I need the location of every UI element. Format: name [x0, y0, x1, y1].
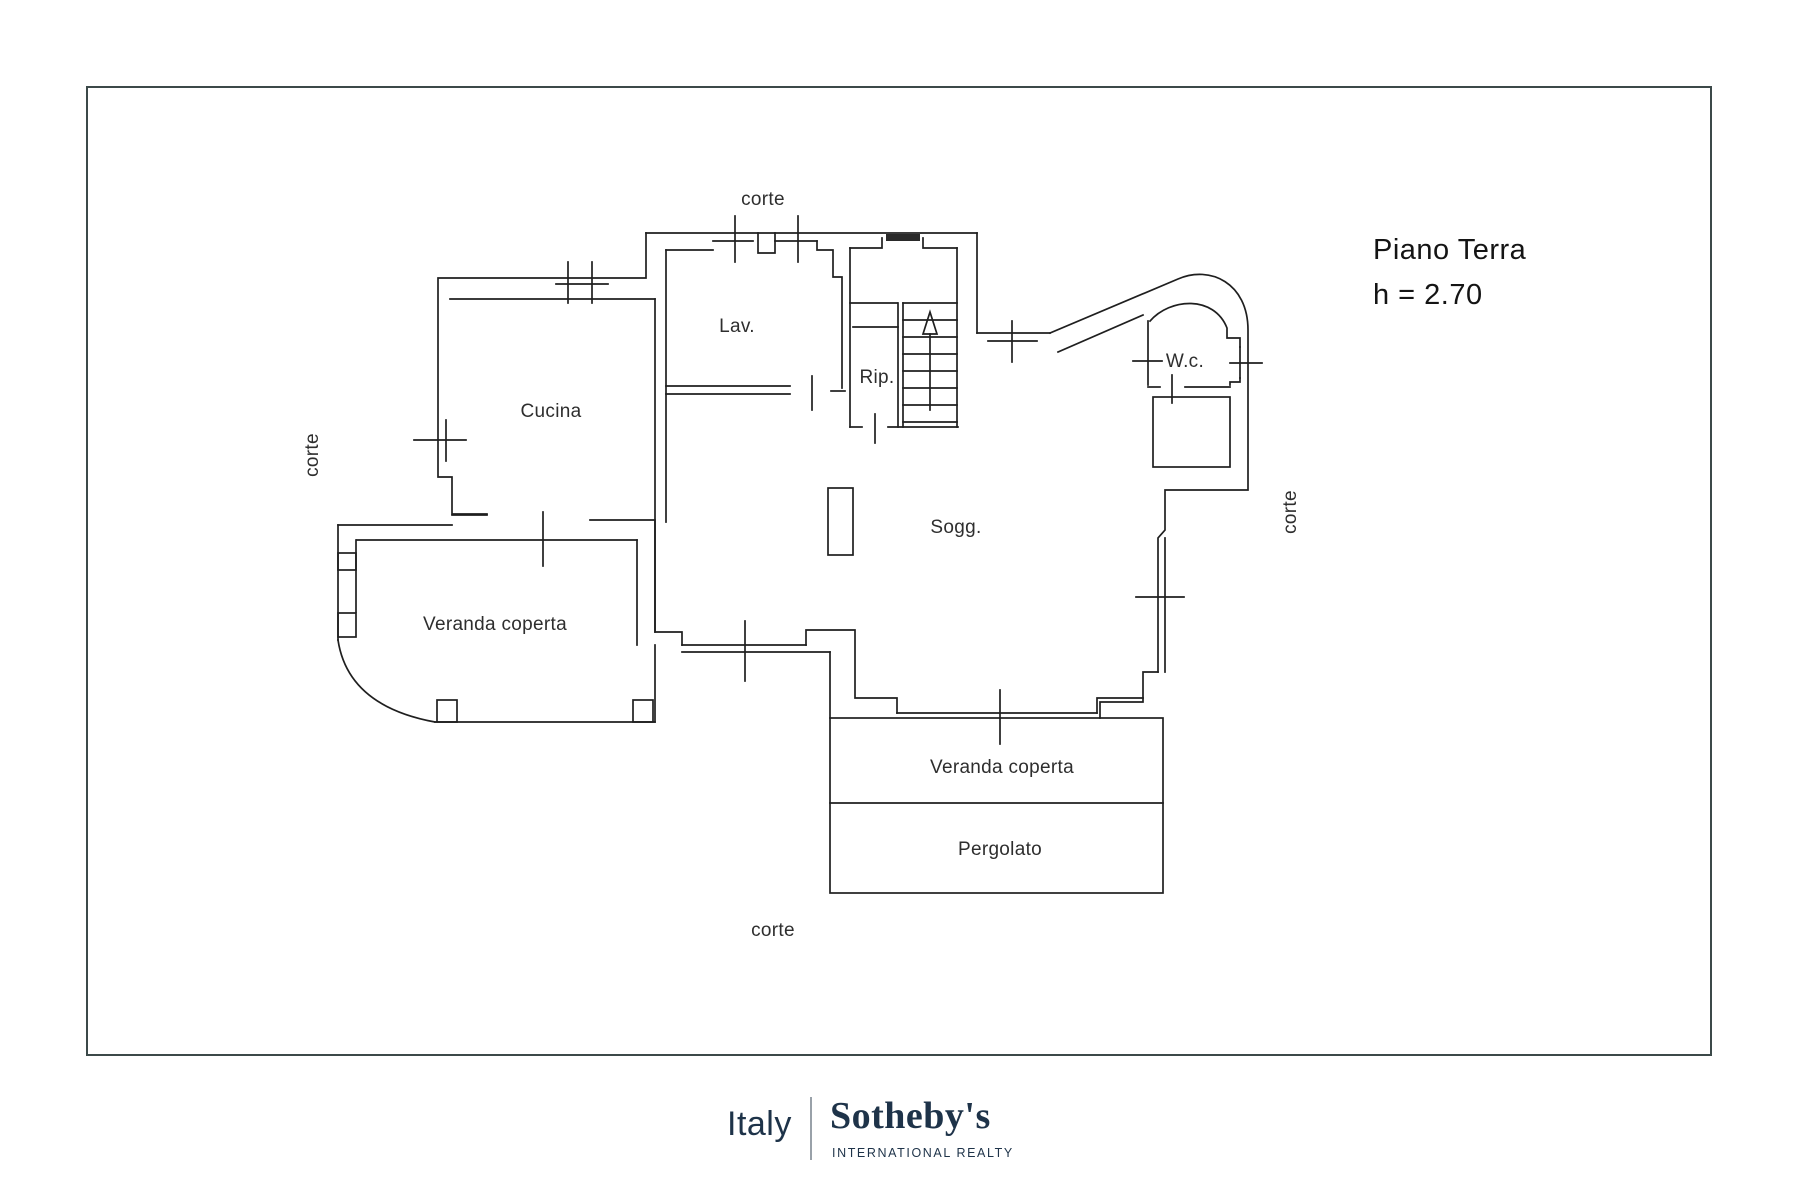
court-label-right: corte	[1280, 490, 1301, 534]
veranda-bottom-outline	[829, 717, 1164, 894]
wall-sogg-bay-step	[805, 629, 898, 714]
veranda-left-pillar-west-2	[337, 612, 357, 638]
room-tech-closet	[1152, 396, 1231, 468]
logo-divider	[810, 1097, 812, 1160]
logo-country: Italy	[727, 1105, 792, 1143]
wall-lav-east-steps	[816, 240, 843, 389]
wall-wc-ceiling-arc	[1148, 302, 1241, 348]
court-label-left: corte	[302, 433, 323, 477]
room-label-cucina: Cucina	[520, 401, 582, 422]
wall-veranda-left-top-outer-c	[589, 519, 683, 646]
wall-wc-se-step	[1229, 377, 1241, 386]
court-label-bottom: corte	[751, 920, 795, 941]
veranda-left-pillar-south-1	[436, 699, 458, 723]
room-label-lav: Lav.	[719, 316, 755, 337]
room-label-pergolato: Pergolato	[957, 839, 1043, 860]
room-label-sogg: Sogg.	[930, 517, 982, 538]
veranda-left-pillar-south-2	[632, 699, 654, 723]
room-label-wc: W.c.	[1165, 351, 1205, 372]
plan-border-frame	[86, 86, 1712, 1056]
wall-vestibule-top-right	[922, 237, 958, 249]
logo-brand: Sotheby's	[830, 1095, 991, 1137]
wall-veranda-left-curve	[337, 639, 436, 723]
room-label-veranda-bottom: Veranda coperta	[930, 757, 1074, 778]
court-label-top: corte	[741, 189, 785, 210]
wall-vestibule-top-left	[849, 237, 883, 249]
wall-canopy-outer	[1048, 273, 1249, 673]
wall-topleft-step-and-cucina-west	[437, 232, 647, 515]
veranda-bottom-right-step	[1096, 697, 1144, 714]
walls-group	[337, 215, 1263, 894]
sogg-pillar	[827, 487, 854, 556]
room-label-rip: Rip.	[859, 367, 895, 388]
plan-height-note: h = 2.70	[1373, 279, 1483, 311]
veranda-left-pillar-west-1	[337, 552, 357, 571]
room-label-veranda-left: Veranda coperta	[423, 614, 567, 635]
window-top-pier	[757, 232, 776, 254]
entrance-door	[886, 234, 920, 241]
wall-sogg-se-steps	[1099, 671, 1159, 719]
stairs-up-arrow-head	[921, 309, 939, 335]
wall-canopy-inner	[1056, 313, 1145, 354]
logo-tagline: INTERNATIONAL REALTY	[832, 1146, 1014, 1160]
plan-title: Piano Terra	[1373, 234, 1527, 266]
